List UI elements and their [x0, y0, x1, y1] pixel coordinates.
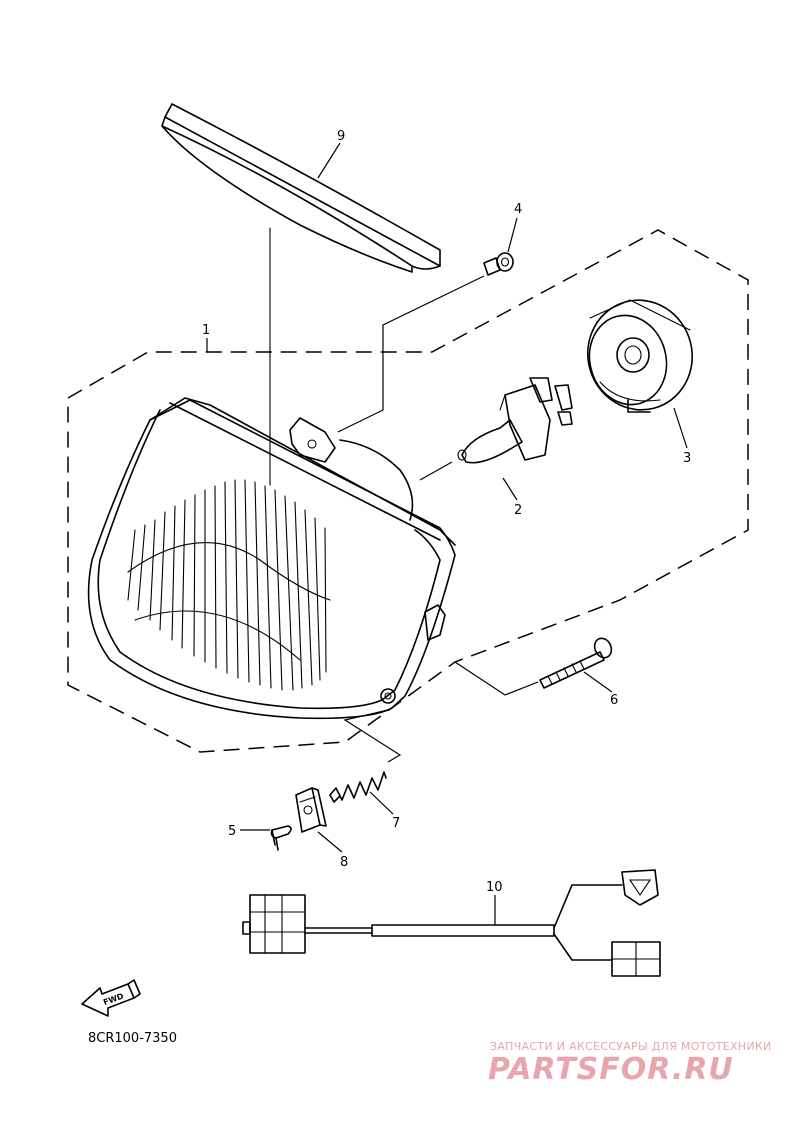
fwd-arrow-icon: FWD: [81, 979, 141, 1017]
trim-strip-part: [161, 103, 441, 273]
callout-2: 2: [514, 503, 522, 518]
callout-9: 9: [337, 129, 345, 144]
watermark-logo: PARTSFOR.RU: [488, 1052, 734, 1087]
callout-1: 1: [202, 323, 210, 338]
callout-4: 4: [514, 202, 522, 217]
bulb-part: [457, 377, 573, 464]
screw-part: [483, 252, 514, 276]
socket-cover-part: [586, 299, 694, 413]
callout-5: 5: [228, 824, 236, 839]
callout-3: 3: [683, 451, 691, 466]
diagram-code: 8CR100-7350: [88, 1031, 177, 1046]
callout-8: 8: [340, 855, 348, 870]
wire-harness-part: [242, 869, 661, 977]
watermark-subtitle: ЗАПЧАСТИ И АКСЕССУАРЫ ДЛЯ МОТОТЕХНИКИ: [490, 1040, 772, 1053]
clip-nut-part: [295, 787, 327, 833]
fwd-label: FWD: [102, 991, 125, 1007]
headlight-housing-part: [87, 397, 456, 720]
callout-10: 10: [486, 880, 503, 895]
spring-part: [329, 771, 387, 803]
pin-part: [270, 825, 292, 851]
callout-7: 7: [392, 816, 400, 831]
assembly-boundary: [67, 229, 749, 753]
callout-6: 6: [610, 693, 618, 708]
adjusting-screw-part: [539, 637, 613, 689]
